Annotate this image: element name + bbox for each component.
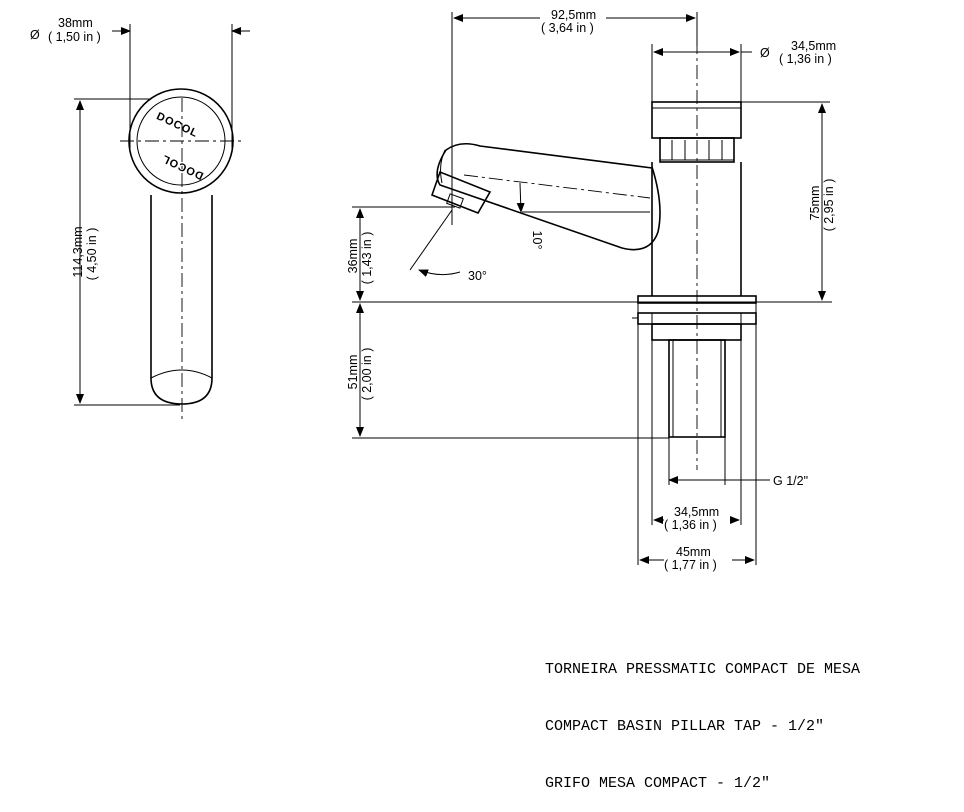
dim-total-height-in: ( 4,50 in ) bbox=[85, 228, 99, 281]
dim-spout-reach-mm: 92,5mm bbox=[551, 8, 596, 22]
dim-shank-diameter-in: ( 1,36 in ) bbox=[664, 518, 717, 532]
dim-outlet-height-in: ( 1,43 in ) bbox=[360, 232, 374, 285]
technical-drawing: Ø 38mm ( 1,50 in ) 114,3mm ( 4,50 in ) D… bbox=[30, 8, 836, 572]
knurled-collar bbox=[659, 137, 735, 163]
thread-size: G 1/2" bbox=[773, 474, 808, 488]
dim-top-diameter-mm: 38mm bbox=[58, 16, 93, 30]
threaded-shank bbox=[668, 339, 726, 438]
dim-outlet-height-mm: 36mm bbox=[346, 239, 360, 274]
angle-outlet: 30° bbox=[468, 269, 487, 283]
side-view: 92,5mm ( 3,64 in ) Ø 34,5mm ( 1,36 in ) … bbox=[346, 8, 836, 572]
brand-logo-bottom: DOCOL bbox=[160, 152, 206, 182]
handle-body bbox=[150, 195, 213, 405]
title-line-es: GRIFO MESA COMPACT - 1/2" bbox=[545, 775, 771, 792]
dim-flange-diameter-in: ( 1,77 in ) bbox=[664, 558, 717, 572]
dim-spout-reach-in: ( 3,64 in ) bbox=[541, 21, 594, 35]
dim-body-height-in: ( 2,95 in ) bbox=[822, 179, 836, 232]
dim-body-height-mm: 75mm bbox=[808, 186, 822, 221]
diameter-symbol: Ø bbox=[30, 28, 40, 42]
title-line-pt: TORNEIRA PRESSMATIC COMPACT DE MESA bbox=[545, 661, 861, 678]
top-view: Ø 38mm ( 1,50 in ) 114,3mm ( 4,50 in ) D… bbox=[30, 16, 250, 420]
push-button bbox=[651, 101, 742, 139]
dim-top-diameter-in: ( 1,50 in ) bbox=[48, 30, 101, 44]
aerator bbox=[430, 170, 492, 214]
dim-button-diameter-mm: 34,5mm bbox=[791, 39, 836, 53]
dim-total-height-mm: 114,3mm bbox=[71, 226, 85, 277]
base-flange bbox=[637, 295, 757, 304]
diameter-symbol-2: Ø bbox=[760, 46, 770, 60]
dim-flange-diameter-mm: 45mm bbox=[676, 545, 711, 559]
dim-shank-length-mm: 51mm bbox=[346, 355, 360, 390]
spout bbox=[436, 142, 661, 251]
title-line-en: COMPACT BASIN PILLAR TAP - 1/2" bbox=[545, 718, 825, 735]
title-block: TORNEIRA PRESSMATIC COMPACT DE MESA COMP… bbox=[545, 622, 860, 812]
angle-spout: 10° bbox=[530, 231, 544, 250]
brand-logo-top: DOCOL bbox=[154, 110, 200, 140]
dim-button-diameter-in: ( 1,36 in ) bbox=[779, 52, 832, 66]
dim-shank-diameter-mm: 34,5mm bbox=[674, 505, 719, 519]
dim-shank-length-in: ( 2,00 in ) bbox=[360, 348, 374, 401]
